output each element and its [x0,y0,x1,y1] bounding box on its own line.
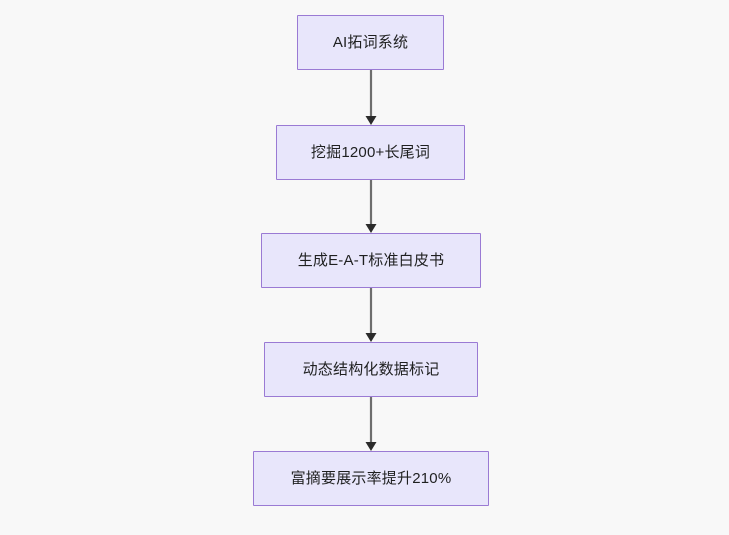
flow-node-5[interactable]: 富摘要展示率提升210% [253,451,489,506]
flow-edge-1 [359,70,383,125]
arrow-down-icon [365,70,377,125]
flow-node-1[interactable]: AI拓词系统 [297,15,444,70]
flow-node-2[interactable]: 挖掘1200+长尾词 [276,125,465,180]
flow-node-4[interactable]: 动态结构化数据标记 [264,342,478,397]
arrow-down-icon [365,180,377,233]
flow-edge-4 [359,397,383,451]
flow-node-label: 动态结构化数据标记 [302,360,440,378]
arrow-down-icon [365,397,377,451]
flow-node-3[interactable]: 生成E-A-T标准白皮书 [261,233,481,288]
flow-node-label: 富摘要展示率提升210% [290,469,452,487]
flow-node-label: 挖掘1200+长尾词 [310,143,431,161]
flow-edge-2 [359,180,383,233]
arrow-down-icon [365,288,377,342]
flow-edge-3 [359,288,383,342]
flow-node-label: AI拓词系统 [332,33,409,51]
flow-node-label: 生成E-A-T标准白皮书 [297,251,445,269]
